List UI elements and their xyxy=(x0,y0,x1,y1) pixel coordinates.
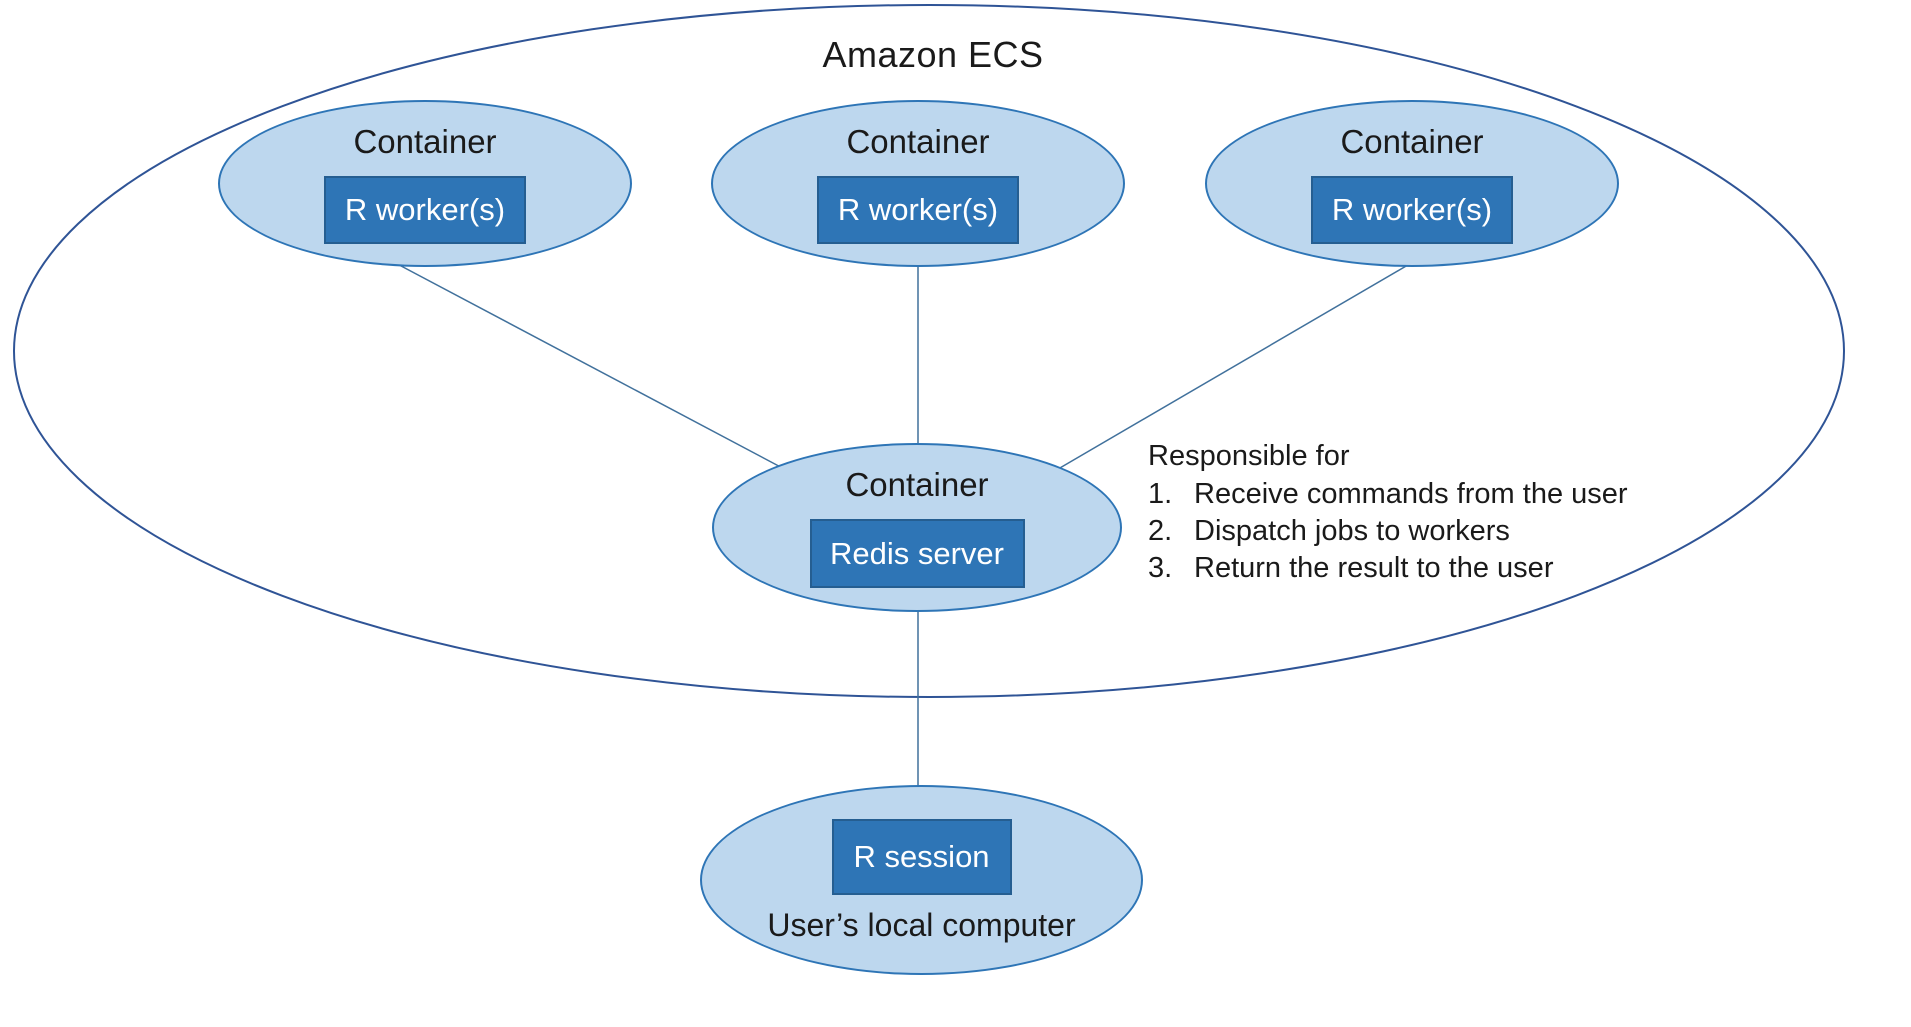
responsibility-item-text: Return the result to the user xyxy=(1194,552,1554,584)
responsibility-item: 2. Dispatch jobs to workers xyxy=(1148,513,1748,550)
connector-worker1-redis xyxy=(385,257,791,473)
redis-server-box: Redis server xyxy=(809,519,1025,588)
worker-container-3: Container R worker(s) xyxy=(1205,100,1619,267)
responsibilities-heading: Responsible for xyxy=(1148,440,1350,472)
worker-container-1: Container R worker(s) xyxy=(218,100,632,267)
worker-container-2: Container R worker(s) xyxy=(711,100,1125,267)
diagram-title: Amazon ECS xyxy=(822,34,1044,75)
responsibility-item-text: Dispatch jobs to workers xyxy=(1194,515,1510,547)
worker-container-1-box: R worker(s) xyxy=(324,176,526,244)
redis-container-label: Container xyxy=(845,466,989,503)
responsibility-item-number: 2. xyxy=(1148,515,1173,547)
amazon-ecs-boundary-ellipse xyxy=(13,4,1845,698)
redis-container: Container Redis server xyxy=(712,443,1122,612)
r-session-box: R session xyxy=(831,819,1012,895)
local-computer-node: R session User’s local computer xyxy=(700,785,1143,975)
responsibility-item-number: 3. xyxy=(1148,552,1173,584)
worker-container-3-label: Container xyxy=(1340,123,1484,160)
worker-container-3-box: R worker(s) xyxy=(1311,176,1513,244)
worker-container-2-label: Container xyxy=(846,123,990,160)
worker-container-1-label: Container xyxy=(353,123,497,160)
responsibility-item-text: Receive commands from the user xyxy=(1194,478,1628,510)
responsibility-item: 3. Return the result to the user xyxy=(1148,550,1748,587)
responsibilities-note: Responsible for 1. Receive commands from… xyxy=(1148,438,1748,587)
responsibility-item-number: 1. xyxy=(1148,478,1173,510)
responsibility-item: 1. Receive commands from the user xyxy=(1148,476,1748,513)
worker-container-2-box: R worker(s) xyxy=(817,176,1019,244)
connector-worker3-redis xyxy=(1052,261,1414,473)
local-computer-label: User’s local computer xyxy=(767,907,1076,943)
